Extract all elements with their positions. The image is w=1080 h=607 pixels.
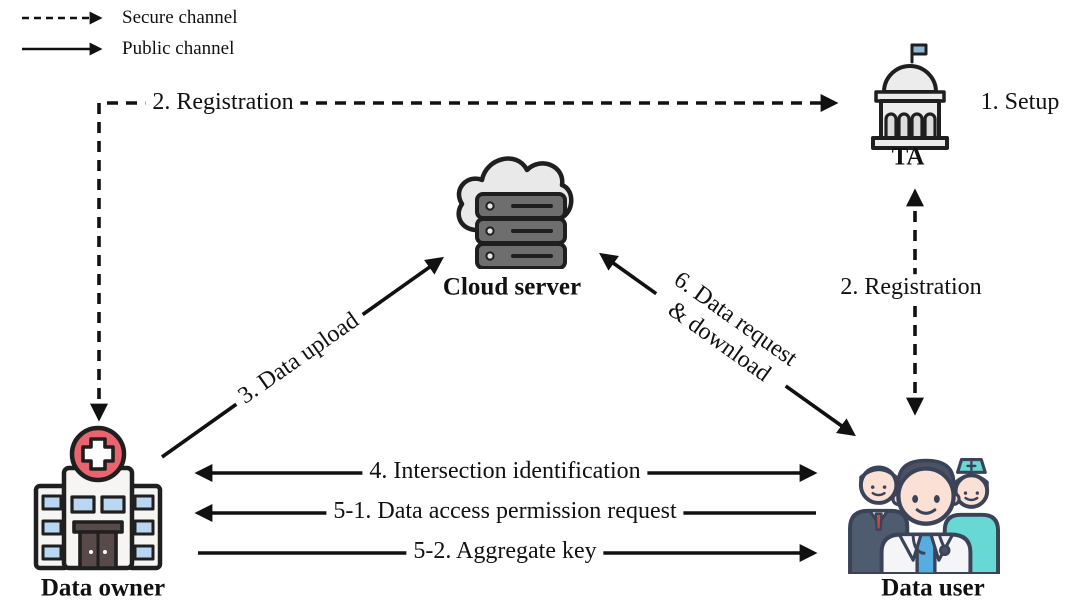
eye (912, 495, 919, 503)
legend-public-label: Public channel (122, 37, 235, 59)
eye (975, 491, 979, 495)
window (133, 544, 155, 561)
legend-secure-label: Secure channel (122, 6, 238, 28)
intersection-identification-label: 4. Intersection identification (362, 458, 648, 486)
hair (859, 465, 899, 487)
doctor-shirt (915, 532, 937, 574)
door-handle (103, 550, 107, 554)
government-building-icon (871, 43, 949, 150)
door-handle (89, 550, 93, 554)
hair (954, 473, 989, 493)
hospital-icon (33, 425, 163, 571)
solid-arrow-icon (22, 42, 103, 55)
server-led (485, 251, 495, 261)
registration-user-ta-label: 2. Registration (833, 274, 989, 302)
red-tie (874, 512, 883, 531)
server-led (485, 226, 495, 236)
server-rack (475, 192, 567, 269)
setup-label: 1. Setup (980, 89, 1060, 116)
secure-channel-owner-ta-arrow (90, 94, 839, 422)
window (100, 495, 126, 514)
building-base (871, 136, 949, 150)
window (133, 519, 155, 536)
permission-request-label: 5-1. Data access permission request (326, 498, 684, 526)
arch (897, 112, 911, 140)
arch (923, 112, 937, 140)
cross-icon (81, 437, 115, 471)
data-owner-label: Data owner (40, 574, 166, 602)
server-led (485, 201, 495, 211)
eye (882, 485, 887, 489)
smile (964, 496, 979, 502)
eye (933, 495, 940, 503)
cloud-server-label: Cloud server (442, 273, 582, 301)
doctor-figure (879, 458, 973, 574)
window (41, 519, 63, 536)
legend-secure-channel: Secure channel (20, 2, 238, 33)
eye (963, 491, 968, 495)
flag-icon (910, 43, 928, 56)
smile (915, 508, 937, 515)
window (133, 494, 155, 511)
ta-label: TA (891, 143, 925, 171)
hair (896, 458, 956, 498)
window (41, 544, 63, 561)
dome (882, 64, 938, 94)
arch (884, 112, 898, 140)
medical-team-icon (848, 457, 1001, 574)
cloud-server-icon (456, 156, 574, 269)
arch (910, 112, 924, 140)
suit-man-figure (848, 465, 910, 574)
window (41, 494, 63, 511)
legend-public-channel: Public channel (20, 33, 238, 64)
stethoscope-chestpiece (939, 544, 951, 557)
smile (871, 491, 886, 497)
aggregate-key-label: 5-2. Aggregate key (406, 538, 604, 566)
legend: Secure channel Public channel (20, 2, 238, 64)
dashed-arrow-icon (22, 11, 103, 24)
data-user-label: Data user (881, 574, 985, 602)
registration-owner-ta-label: 2. Registration (145, 89, 301, 117)
eye (870, 485, 875, 489)
window (70, 495, 96, 514)
